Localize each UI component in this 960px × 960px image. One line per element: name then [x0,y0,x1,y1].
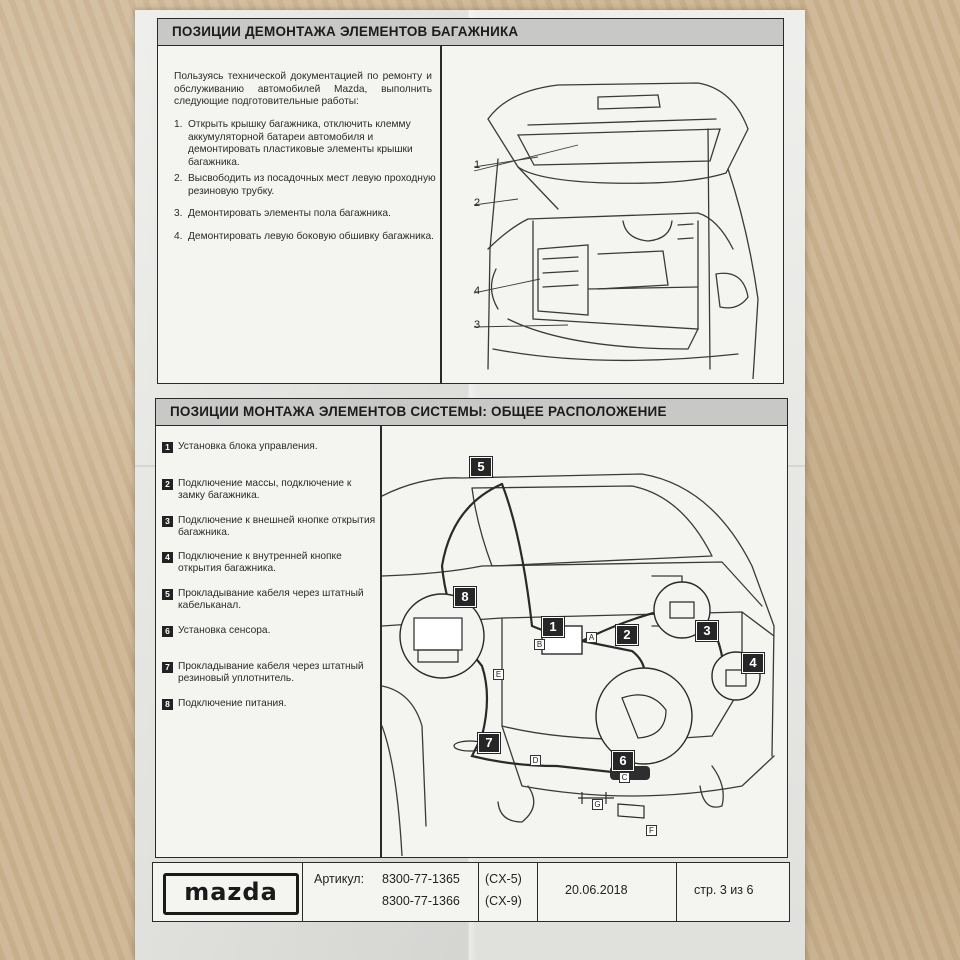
removal-step-4: 4.Демонтировать левую боковую обшивку ба… [174,231,434,242]
article-number-1: 8300-77-1365 [382,872,460,886]
page-cell: стр. 3 из 6 [676,863,789,921]
badge-7: 7 [477,732,501,754]
badge-8: 8 [453,586,477,608]
column-divider [380,425,382,857]
connector-f: F [646,825,657,836]
callout-3: 3 [474,319,481,331]
document-date: 20.06.2018 [565,883,628,897]
model-cx5: (CX-5) [485,872,522,886]
wiring-layout-illustration [382,473,775,856]
document-footer: mazda Артикул: 8300-77-1365 8300-77-1366… [152,862,790,922]
connector-d: D [530,755,541,766]
removal-intro: Пользуясь технической документацией по р… [174,71,432,108]
model-cx9: (CX-9) [485,894,522,908]
removal-section-title: ПОЗИЦИИ ДЕМОНТАЖА ЭЛЕМЕНТОВ БАГАЖНИКА [158,19,783,46]
date-cell: 20.06.2018 [536,863,677,921]
connector-b: B [534,639,545,650]
connector-a: A [586,632,597,643]
callout-2: 2 [474,197,481,209]
badge-5: 5 [469,456,493,478]
badge-2: 2 [615,624,639,646]
callout-1: 1 [474,159,481,171]
connector-g: G [592,799,603,810]
removal-step-3: 3.Демонтировать элементы пола багажника. [174,208,391,219]
removal-section: ПОЗИЦИИ ДЕМОНТАЖА ЭЛЕМЕНТОВ БАГАЖНИКА По… [157,18,784,384]
installation-section-title: ПОЗИЦИИ МОНТАЖА ЭЛЕМЕНТОВ СИСТЕМЫ: ОБЩЕЕ… [156,399,787,426]
connector-c: C [619,772,630,783]
connector-e: E [493,669,504,680]
mazda-logo: mazda [163,873,299,915]
model-cell: (CX-5) (CX-9) [478,863,538,921]
removal-step-2: 2.Высвободить из посадочных мест левую п… [174,173,436,197]
article-cell: Артикул: 8300-77-1365 8300-77-1366 [302,863,626,921]
badge-3: 3 [695,620,719,642]
logo-cell: mazda [153,863,303,921]
article-label: Артикул: [314,872,365,886]
callout-4: 4 [474,285,481,297]
article-number-2: 8300-77-1366 [382,894,460,908]
removal-step-1: 1.Открыть крышку багажника, отключить кл… [174,119,413,168]
column-divider [440,45,442,383]
installation-section: ПОЗИЦИИ МОНТАЖА ЭЛЕМЕНТОВ СИСТЕМЫ: ОБЩЕЕ… [155,398,788,858]
badge-1: 1 [541,616,565,638]
page-number: стр. 3 из 6 [694,883,754,897]
badge-6: 6 [611,750,635,772]
trunk-open-illustration [473,82,759,379]
badge-4: 4 [741,652,765,674]
